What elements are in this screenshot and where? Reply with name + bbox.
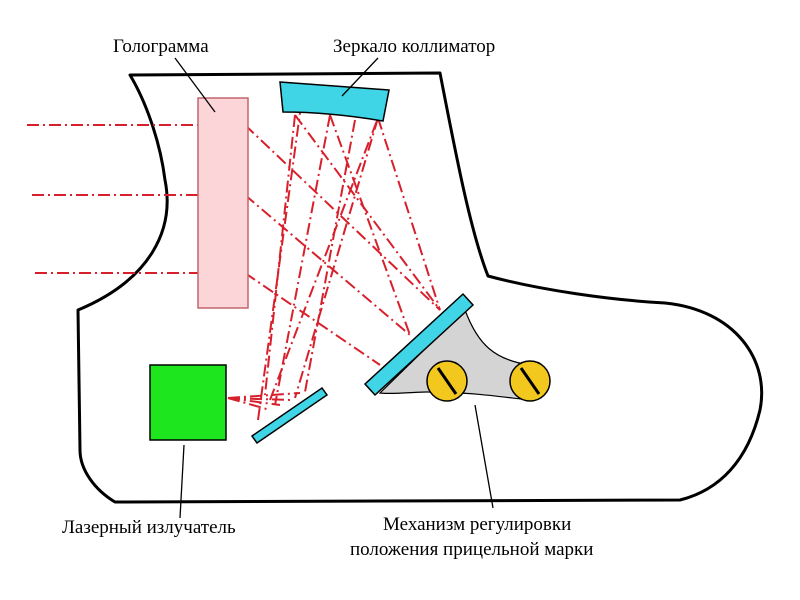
hologram-plate — [197, 97, 249, 309]
adjustment-screw-left — [426, 360, 468, 402]
ray-holo-to-mirror-1 — [244, 124, 441, 311]
leader-hologram — [174, 57, 216, 113]
tilted-mirror — [363, 292, 475, 397]
label-collimator-mirror: Зеркало коллиматор — [333, 36, 495, 57]
small-mirror — [250, 386, 329, 445]
ray-collimator-to-mirror-1 — [294, 114, 441, 311]
label-hologram: Голограмма — [113, 36, 209, 57]
ray-collimator-to-small-4 — [304, 119, 356, 393]
ray-laser-fan-3 — [227, 397, 281, 406]
ray-laser-fan-2 — [227, 397, 291, 401]
ray-collimator-to-small-1 — [264, 114, 296, 396]
ray-laser-fan-1 — [227, 392, 301, 399]
ray-collimator-to-mirror-2 — [329, 114, 411, 336]
ray-small-to-collimator-2 — [269, 117, 379, 401]
leader-mirror — [341, 57, 379, 97]
sight-housing — [76, 71, 764, 504]
label-laser-emitter: Лазерный излучатель — [62, 517, 236, 538]
ray-collimator-to-mirror-3 — [377, 117, 441, 311]
leader-mechanism — [474, 404, 494, 509]
ray-collimator-to-small-3 — [294, 117, 379, 399]
leader-lines — [174, 57, 494, 519]
label-mechanism-line2: положения прицельной марки — [350, 539, 593, 560]
leader-laser — [179, 444, 185, 519]
adjustment-screw-right — [509, 360, 551, 402]
laser-emitter — [149, 364, 227, 441]
collimator-mirror — [279, 81, 390, 122]
ray-small-to-collimator-1 — [257, 112, 301, 421]
laser-rays — [27, 112, 441, 421]
label-mechanism-line1: Механизм регулировки — [383, 514, 571, 535]
ray-collimator-to-small-2 — [274, 114, 331, 406]
ray-holo-to-mirror-3 — [244, 272, 381, 366]
ray-laser-fan-4 — [227, 397, 271, 411]
ray-holo-to-mirror-2 — [244, 194, 411, 336]
